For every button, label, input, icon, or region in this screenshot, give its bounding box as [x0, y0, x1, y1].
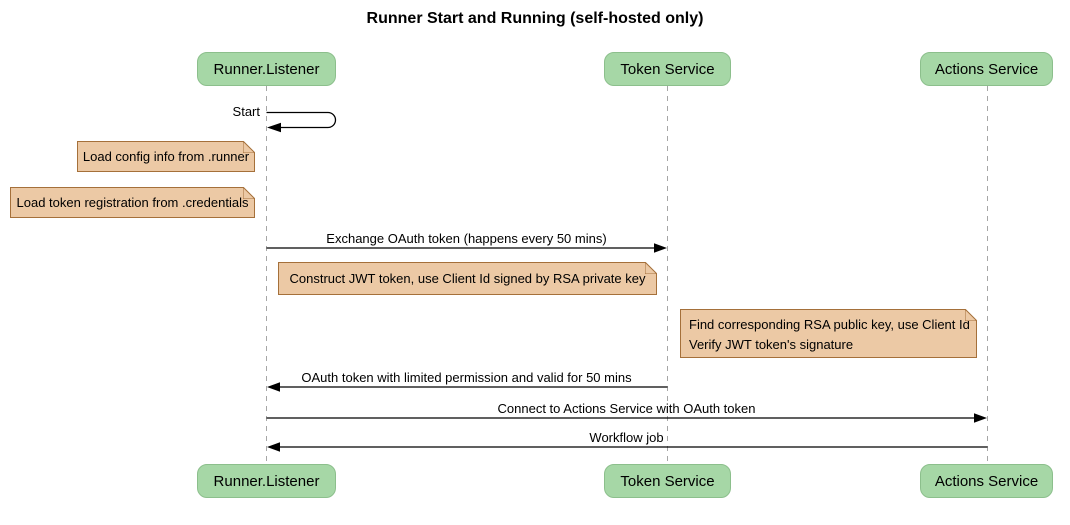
message-1-arrowhead — [654, 243, 667, 253]
participant-label: Token Service — [620, 60, 715, 78]
message-1-label: Exchange OAuth token (happens every 50 m… — [326, 231, 607, 246]
note-fold-icon — [965, 309, 977, 321]
participant-label: Runner.Listener — [213, 60, 320, 78]
participant-token-service-bottom: Token Service — [604, 464, 731, 498]
note-load-config: Load config info from .runner — [77, 141, 255, 172]
participant-runner-listener-top: Runner.Listener — [197, 52, 336, 86]
note-verify-jwt: Find corresponding RSA public key, use C… — [680, 309, 977, 358]
note-text: Load token registration from .credential… — [16, 195, 249, 210]
message-4-arrowhead — [267, 442, 280, 452]
participant-label: Actions Service — [934, 472, 1039, 490]
note-fold-icon — [243, 187, 255, 199]
note-text: Construct JWT token, use Client Id signe… — [289, 271, 646, 286]
participant-label: Runner.Listener — [213, 472, 320, 490]
note-fold-icon — [243, 141, 255, 153]
note-construct-jwt: Construct JWT token, use Client Id signe… — [278, 262, 657, 295]
note-text-line-2: Verify JWT token's signature — [689, 337, 854, 352]
note-fold-icon — [645, 262, 657, 274]
note-load-token-registration: Load token registration from .credential… — [10, 187, 255, 218]
message-3-label: Connect to Actions Service with OAuth to… — [497, 401, 756, 416]
participant-actions-service-bottom: Actions Service — [920, 464, 1053, 498]
note-text-line-1: Find corresponding RSA public key, use C… — [689, 317, 970, 332]
participant-actions-service-top: Actions Service — [920, 52, 1053, 86]
participant-runner-listener-bottom: Runner.Listener — [197, 464, 336, 498]
participant-token-service-top: Token Service — [604, 52, 731, 86]
message-2-arrowhead — [267, 382, 280, 392]
self-message-start-line — [266, 111, 337, 129]
message-4-label: Workflow job — [589, 430, 664, 445]
note-text: Load config info from .runner — [82, 149, 250, 164]
diagram-title: Runner Start and Running (self-hosted on… — [366, 10, 704, 27]
participant-label: Actions Service — [934, 60, 1039, 78]
message-3-arrowhead — [974, 413, 987, 423]
message-2-label: OAuth token with limited permission and … — [301, 370, 632, 385]
self-message-start-label: Start — [232, 104, 260, 119]
participant-label: Token Service — [620, 472, 715, 490]
self-message-start-arrowhead — [267, 122, 281, 133]
